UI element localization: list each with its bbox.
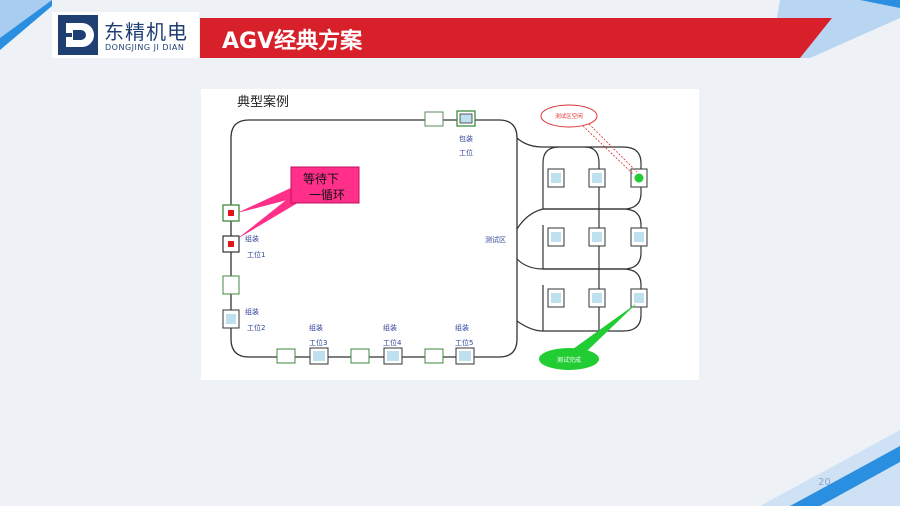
- buffer-slot-bottom-2: [350, 348, 370, 364]
- label-station-5: 工位5: [455, 338, 473, 347]
- label-packing-1: 包装: [459, 134, 473, 143]
- company-logo-icon: [58, 15, 98, 55]
- callout-wait-bubble: [290, 166, 360, 204]
- assembly-station-5-inner: [459, 351, 471, 361]
- callout-test-zone-pointer-2: [588, 123, 638, 173]
- main-loop-track: [230, 119, 518, 358]
- label-station-4: 工位4: [383, 338, 402, 347]
- label-assembly-5: 组装: [455, 323, 469, 332]
- logo-english-text: DONGJING JI DIAN: [105, 43, 185, 52]
- callout-test-done-text: 测试完成: [557, 356, 581, 364]
- idle-indicator-icon: [634, 173, 644, 183]
- callout-test-done-pointer: [573, 303, 637, 351]
- agv-layout-diagram: 典型案例 包装 工位: [201, 89, 699, 380]
- stripe-top-right-dark: [840, 0, 900, 8]
- stripe-bottom-right-dark: [790, 446, 900, 506]
- waiting-station-2-marker: [228, 241, 234, 247]
- label-assembly-4: 组装: [383, 323, 397, 332]
- label-station-1: 工位1: [247, 250, 265, 259]
- buffer-slot-bottom-3: [424, 348, 444, 364]
- page-title: AGV经典方案: [222, 29, 363, 54]
- assembly-station-2-inner: [226, 314, 236, 324]
- label-test-area: 测试区: [485, 235, 506, 244]
- callout-test-zone-text: 测试区空闲: [555, 112, 583, 120]
- buffer-slot-bottom-1: [276, 348, 296, 364]
- waiting-station-1-marker: [228, 210, 234, 216]
- buffer-slot: [424, 111, 444, 127]
- callout-wait-line2: 一循环: [309, 188, 345, 202]
- company-logo: 东精机电 DONGJING JI DIAN: [52, 12, 199, 58]
- diagram-heading: 典型案例: [237, 95, 289, 110]
- callout-wait-pointer: [237, 186, 299, 213]
- callout-wait-line1: 等待下: [303, 172, 339, 186]
- title-bar: [200, 18, 832, 58]
- assembly-station-3-inner: [313, 351, 325, 361]
- test-stations: [547, 168, 648, 308]
- logo-chinese-text: 东精机电: [104, 20, 188, 44]
- buffer-slot-left: [222, 275, 240, 295]
- assembly-station-4-inner: [387, 351, 399, 361]
- page-number: 20: [818, 477, 831, 488]
- callout-test-done-bubble: [539, 348, 599, 370]
- stripe-top-left-dark: [0, 0, 52, 50]
- label-station-2: 工位2: [247, 323, 265, 332]
- callout-wait-pointer-2: [237, 193, 301, 239]
- label-assembly-3: 组装: [309, 323, 323, 332]
- callout-test-zone-pointer: [582, 125, 634, 175]
- packing-station-inner: [459, 113, 473, 124]
- callout-test-zone-bubble: [540, 104, 598, 128]
- label-station-3: 工位3: [309, 338, 327, 347]
- label-assembly-2: 组装: [245, 307, 259, 316]
- stripe-bottom-right-light: [760, 430, 900, 506]
- label-assembly-1: 组装: [245, 234, 259, 243]
- label-packing-2: 工位: [459, 148, 473, 157]
